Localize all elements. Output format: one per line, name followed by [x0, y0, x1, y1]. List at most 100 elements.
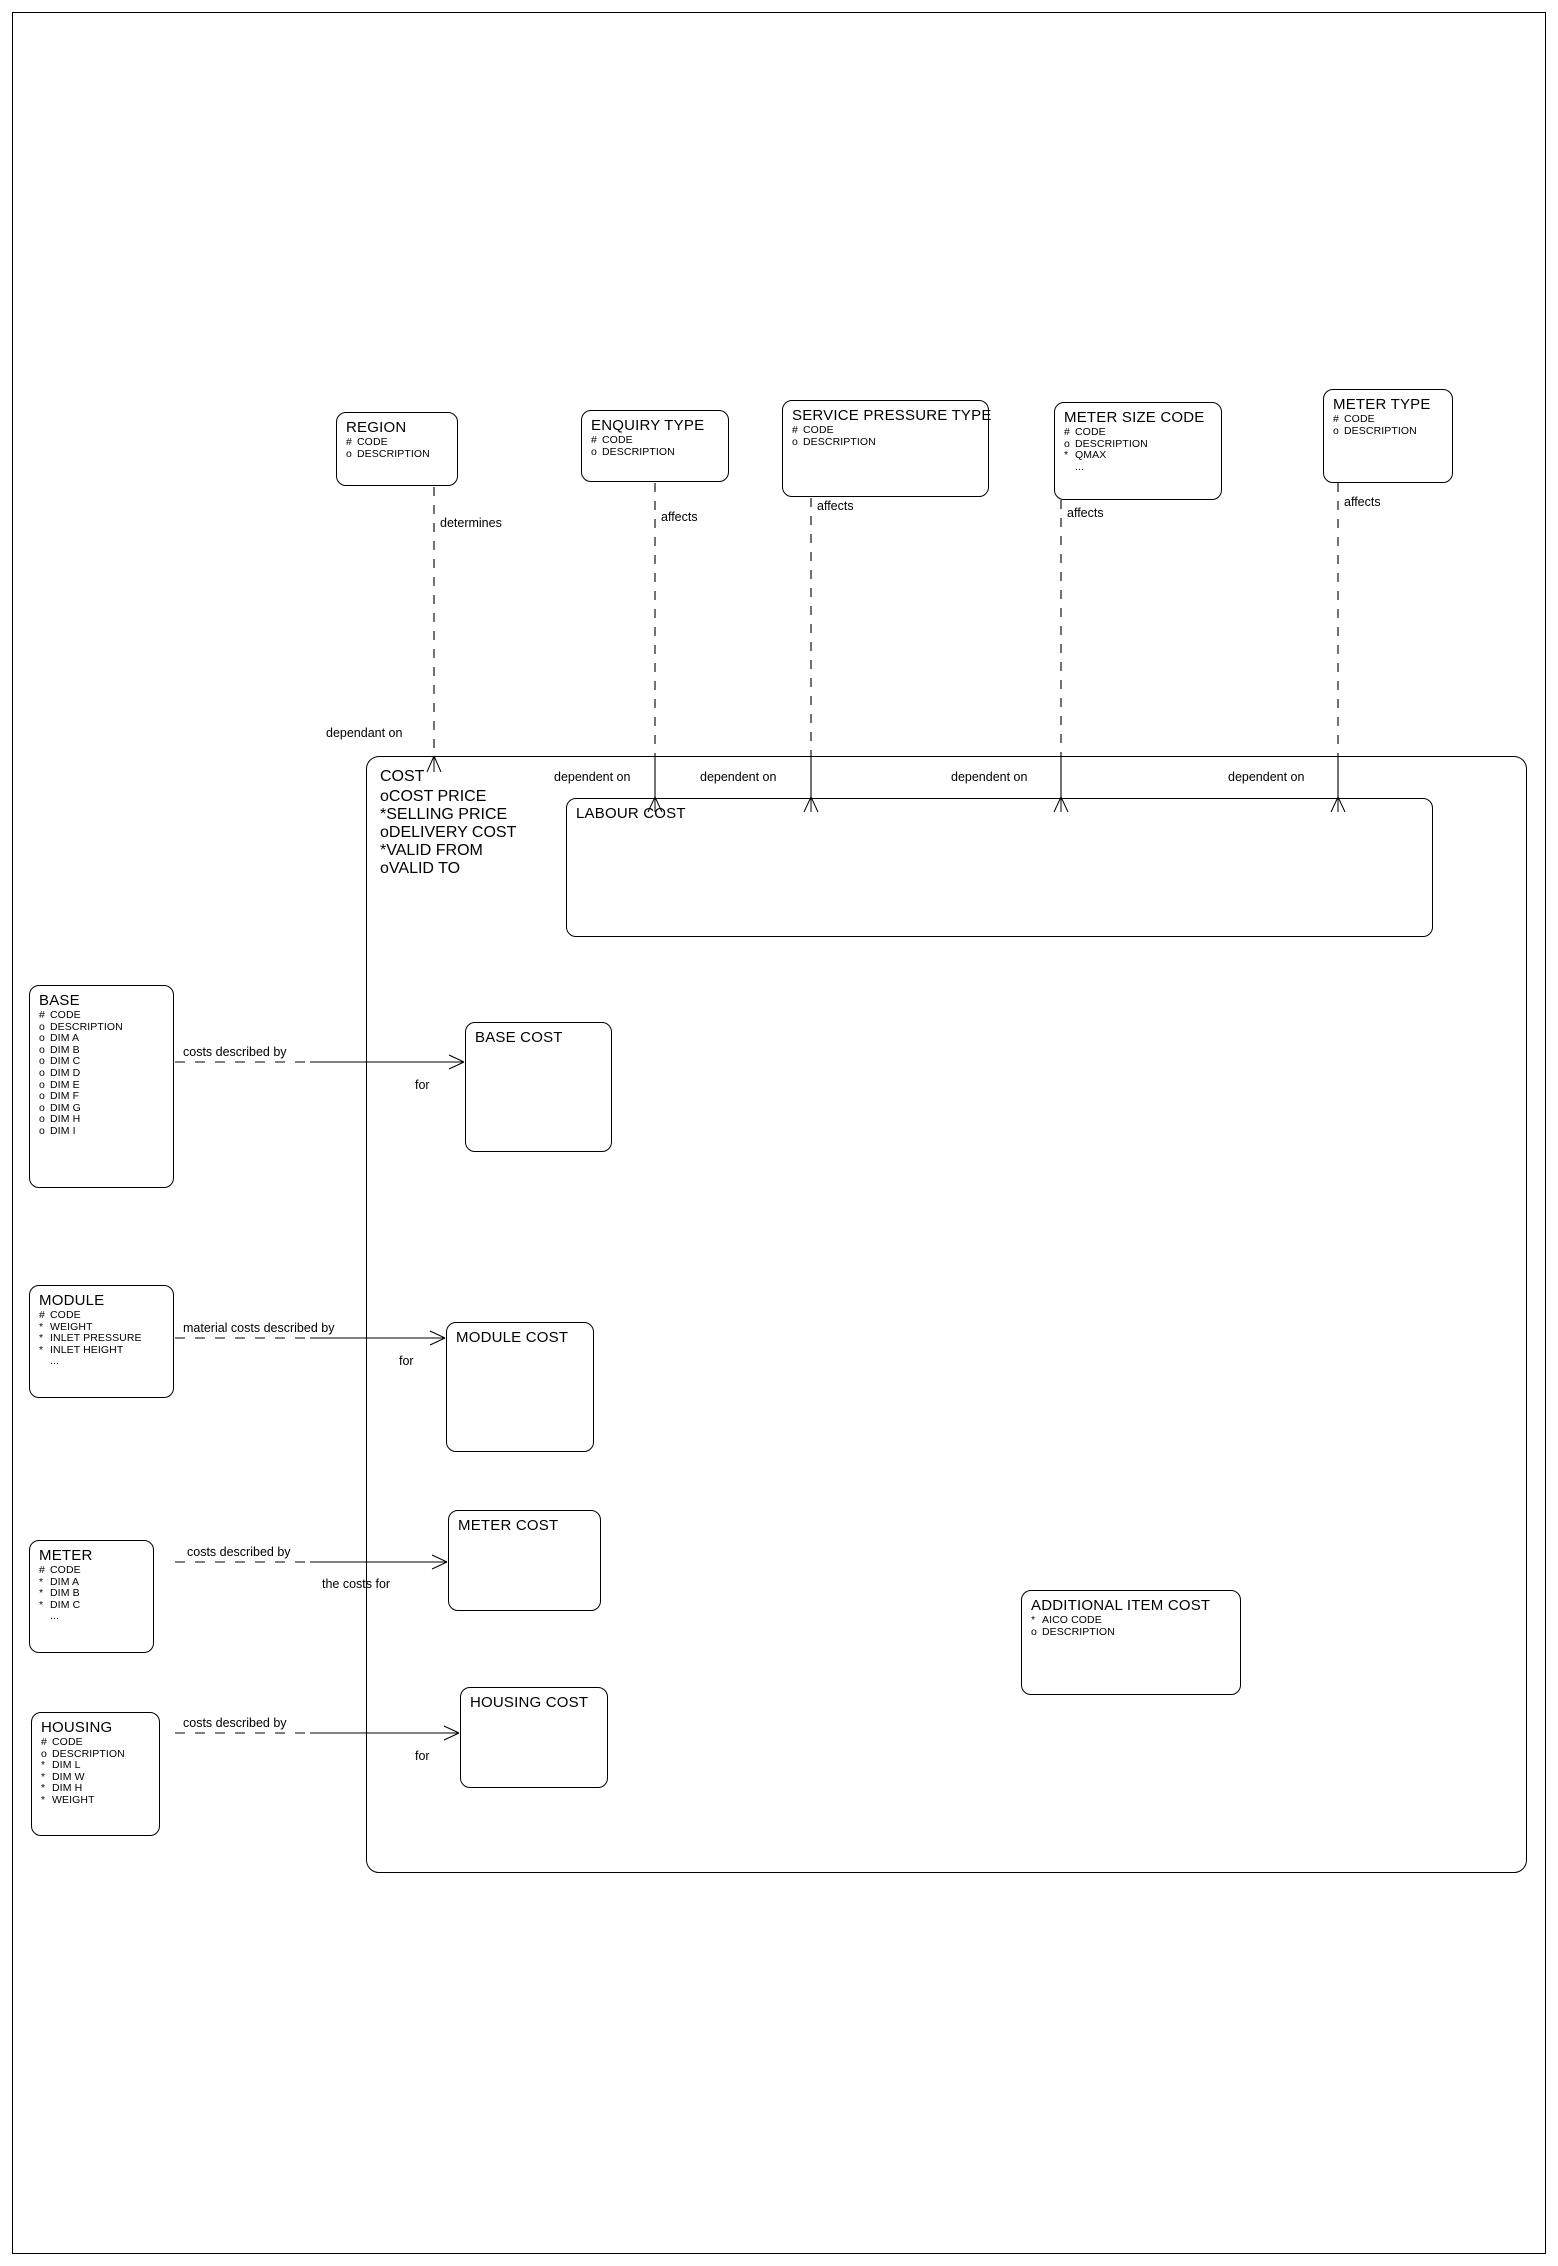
attribute-row: ...: [39, 1356, 164, 1368]
attribute-name: DESCRIPTION: [1344, 424, 1417, 437]
entity-title: METER TYPE: [1333, 396, 1431, 413]
entity-meter-size-code[interactable]: METER SIZE CODE # CODE o DESCRIPTION *QMAX…: [1054, 402, 1222, 500]
relationship-label-housing-for: for: [415, 1749, 430, 1763]
entity-title: LABOUR COST: [576, 805, 686, 822]
attribute-marker: o: [39, 1055, 45, 1068]
attribute-row: *DIM W: [41, 1771, 150, 1784]
attribute-row: #CODE: [346, 436, 448, 449]
attribute-marker: o: [39, 1043, 45, 1056]
attribute-name: ...: [1075, 460, 1085, 473]
attribute-name: DESCRIPTION: [1042, 1625, 1115, 1638]
attribute-marker: o: [380, 788, 389, 805]
entity-cost-title-block: COST oCOST PRICE *SELLING PRICE oDELIVER…: [380, 768, 516, 878]
attribute-marker: #: [39, 1009, 45, 1021]
attribute-marker: o: [39, 1101, 45, 1114]
entity-module-cost[interactable]: MODULE COST: [446, 1322, 594, 1452]
attribute-marker: o: [792, 435, 798, 448]
attribute-name: VALID TO: [388, 860, 461, 877]
attribute-row: *VALID FROM: [380, 842, 516, 860]
attribute-marker: *: [39, 1332, 44, 1345]
attribute-marker: *: [1064, 449, 1069, 462]
entity-meter-cost[interactable]: METER COST: [448, 1510, 601, 1611]
entity-title: MODULE COST: [456, 1329, 569, 1346]
attribute-list: #CODE *WEIGHT *INLET PRESSURE *INLET HEI…: [39, 1309, 164, 1368]
entity-housing-cost[interactable]: HOUSING COST: [460, 1687, 608, 1788]
attribute-marker: #: [1064, 426, 1070, 438]
attribute-name: CODE: [357, 436, 388, 448]
attribute-row: *DIM B: [39, 1587, 144, 1600]
relationship-label-base-costs-described-by: costs described by: [183, 1045, 287, 1059]
attribute-marker: o: [39, 1113, 45, 1126]
attribute-row: *QMAX: [1064, 449, 1212, 462]
attribute-marker: o: [1064, 437, 1070, 450]
entity-cost-outer[interactable]: [366, 756, 1527, 1873]
attribute-row: oDELIVERY COST: [380, 824, 516, 842]
attribute-marker: *: [1031, 1614, 1036, 1626]
attribute-name: CODE: [1344, 413, 1375, 425]
attribute-name: DIM A: [50, 1575, 80, 1588]
attribute-row: *DIM A: [39, 1575, 144, 1589]
page-border: [12, 12, 1546, 2254]
attribute-row: *DIM C: [39, 1598, 144, 1612]
attribute-name: DIM B: [50, 1587, 80, 1600]
relationship-label-base-for: for: [415, 1078, 430, 1092]
attribute-name: CODE: [1075, 426, 1106, 438]
attribute-row: *WEIGHT: [39, 1320, 164, 1334]
attribute-marker: #: [39, 1309, 45, 1321]
attribute-name: CODE: [50, 1009, 81, 1021]
entity-title: METER SIZE CODE: [1064, 409, 1205, 426]
relationship-label-dependant-on-region: dependant on: [326, 726, 403, 740]
attribute-name: COST PRICE: [388, 788, 487, 805]
attribute-name: DIM B: [50, 1043, 80, 1056]
entity-module[interactable]: MODULE #CODE *WEIGHT *INLET PRESSURE *IN…: [29, 1285, 174, 1398]
attribute-row: #CODE: [39, 1564, 144, 1577]
relationship-label-dependent-on-4: dependent on: [1228, 770, 1305, 784]
relationship-label-housing-costs-described-by: costs described by: [183, 1716, 287, 1730]
attribute-name: DIM A: [50, 1032, 80, 1045]
relationship-label-meter-costs-described-by: costs described by: [187, 1545, 291, 1559]
entity-labour-cost[interactable]: LABOUR COST: [566, 798, 1433, 937]
attribute-name: DIM F: [50, 1090, 80, 1103]
attribute-name: INLET HEIGHT: [50, 1343, 124, 1356]
attribute-marker: *: [380, 842, 387, 859]
entity-title: METER COST: [458, 1517, 559, 1534]
relationship-label-module-for: for: [399, 1354, 414, 1368]
attribute-row: *SELLING PRICE: [380, 806, 516, 824]
entity-meter[interactable]: METER #CODE *DIM A *DIM B *DIM C ...: [29, 1540, 154, 1653]
attribute-row: #CODE: [591, 434, 719, 447]
relationship-label-affects-meter-type: affects: [1344, 495, 1381, 509]
entity-title: BASE: [39, 992, 80, 1009]
entity-base-cost[interactable]: BASE COST: [465, 1022, 612, 1152]
relationship-label-dependent-on-1: dependent on: [554, 770, 631, 784]
attribute-name: ...: [50, 1355, 60, 1368]
attribute-row: #CODE: [41, 1736, 150, 1749]
relationship-label-meter-the-costs-for: the costs for: [322, 1577, 391, 1591]
attribute-name: DESCRIPTION: [803, 435, 876, 448]
attribute-marker: o: [39, 1066, 45, 1079]
attribute-row: # CODE: [1064, 426, 1212, 439]
attribute-row: *DIM L: [41, 1759, 150, 1772]
attribute-name: WEIGHT: [50, 1320, 93, 1333]
attribute-marker: o: [39, 1124, 45, 1137]
attribute-name: DIM H: [50, 1113, 81, 1126]
attribute-name: DESCRIPTION: [1075, 437, 1148, 450]
attribute-marker: *: [39, 1598, 44, 1611]
